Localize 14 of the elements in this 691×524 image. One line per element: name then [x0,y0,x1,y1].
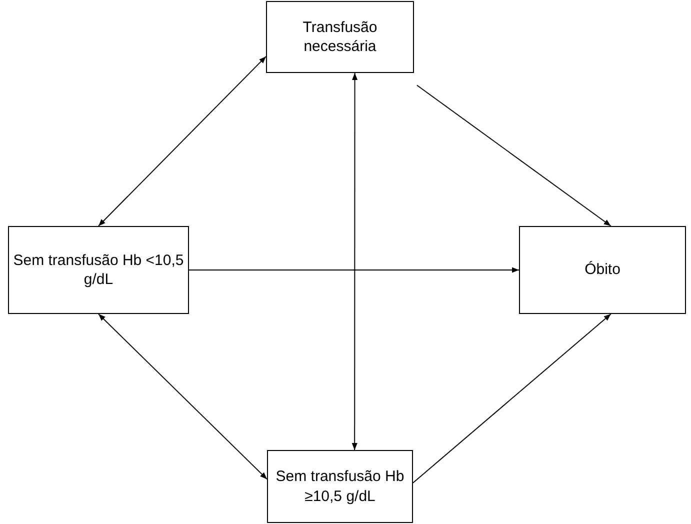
node-label: Sem transfusão Hb ≥10,5 g/dL [274,467,406,506]
arrow [188,267,520,273]
arrow [416,84,612,226]
node-label: Óbito [584,260,620,280]
process-box [519,226,686,314]
node-label: Transfusão necessária [302,18,378,56]
node-label: Sem transfusão Hb <10,5 g/dL [13,250,184,290]
arrow [98,56,266,226]
process-box [266,1,414,73]
arrow [352,72,358,450]
process-box [267,450,413,523]
arrow [98,314,268,480]
process-box [8,226,189,314]
arrow [412,314,612,484]
